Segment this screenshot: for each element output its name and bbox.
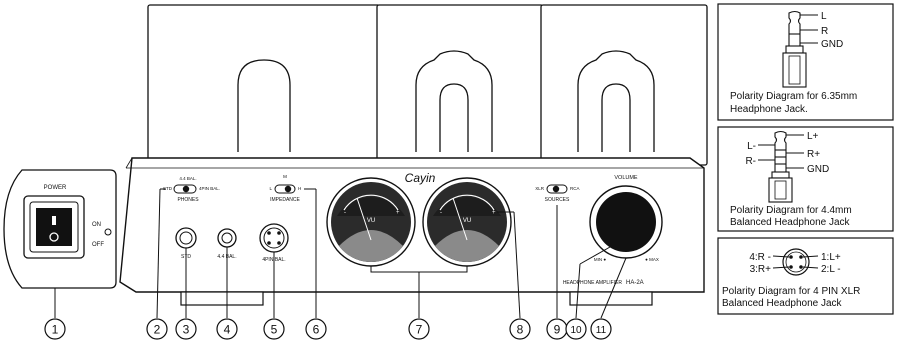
power-title: POWER (44, 185, 67, 191)
svg-text:9: 9 (554, 323, 561, 337)
d635-caption1: Polarity Diagram for 6.35mm (730, 91, 857, 102)
svg-text:7: 7 (416, 323, 423, 337)
phones-switch-knob[interactable] (182, 185, 190, 193)
power-on-label: ON (92, 222, 101, 228)
sources-right-label: RCA (570, 186, 580, 191)
volume-knob[interactable] (596, 192, 656, 252)
svg-text:6: 6 (313, 323, 320, 337)
impedance-right-label: H (298, 186, 301, 191)
svg-text:10: 10 (570, 325, 582, 336)
svg-text:1: 1 (52, 323, 59, 337)
callout-10: 10 (565, 318, 587, 340)
dxlr-pin2: 2:L - (821, 264, 841, 275)
d44-Rplus: R+ (807, 149, 820, 160)
front-panel: Cayin 4.4 BAL. STD 4PIN BAL. PHONES M L … (119, 157, 705, 306)
callout-4: 4 (216, 318, 238, 340)
tube-cage-left (147, 4, 381, 166)
tube-cage-right (540, 4, 708, 166)
svg-text:8: 8 (517, 323, 524, 337)
callout-9: 9 (546, 318, 568, 340)
dxlr-caption2: Balanced Headphone Jack (722, 298, 843, 309)
callout-8: 8 (509, 318, 531, 340)
diagram-44mm: L+ R+ GND L- R- Polarity Diagram for 4.4… (717, 126, 894, 232)
phones-left-label: STD (163, 186, 173, 191)
leader-lines (54, 188, 627, 319)
phones-right-label: 4PIN BAL. (199, 186, 220, 191)
callout-1: 1 (44, 318, 66, 340)
dxlr-pin4: 4:R - (749, 252, 771, 263)
svg-text:-: - (440, 210, 442, 216)
diagram-635mm: L R GND Polarity Diagram for 6.35mm Head… (717, 3, 894, 121)
d635-GND: GND (821, 39, 843, 50)
d44-GND: GND (807, 164, 829, 175)
impedance-top-label: M (283, 174, 287, 179)
svg-text:4: 4 (224, 323, 231, 337)
tube-right-inner (601, 83, 631, 152)
callout-3: 3 (175, 318, 197, 340)
dxlr-pin1: 1:L+ (821, 252, 841, 263)
callout-5: 5 (263, 318, 285, 340)
svg-text:-: - (344, 210, 346, 216)
d44-caption2: Balanced Headphone Jack (730, 217, 851, 228)
vu-meter-right: - + VU (422, 177, 512, 267)
tube-cages (147, 4, 708, 166)
tube-left (237, 59, 291, 152)
svg-text:5: 5 (271, 323, 278, 337)
phones-top-label: 4.4 BAL. (179, 176, 196, 181)
d635-R: R (821, 26, 828, 37)
phones-label: PHONES (177, 197, 199, 203)
foot-left (180, 291, 264, 306)
diagram-xlr: 4:R - 3:R+ 1:L+ 2:L - Polarity Diagram f… (717, 237, 894, 315)
tube-right-outer (577, 50, 655, 152)
d635-caption2: Headphone Jack. (730, 104, 808, 115)
foot-right (569, 291, 653, 306)
impedance-label: IMPEDANCE (270, 197, 300, 203)
brand-logo: Cayin (405, 171, 436, 185)
svg-text:11: 11 (596, 325, 607, 336)
impedance-switch-knob[interactable] (284, 185, 292, 193)
model-name: HA-2A (626, 280, 644, 286)
power-off-label: OFF (92, 242, 104, 248)
callout-2: 2 (146, 318, 168, 340)
svg-text:2: 2 (154, 323, 161, 337)
sources-switch-knob[interactable] (552, 185, 560, 193)
impedance-left-label: L (269, 186, 272, 191)
volume-max-label: ● MAX (645, 257, 659, 262)
vu-right-label: VU (463, 218, 471, 224)
power-switch[interactable] (36, 208, 72, 246)
volume-label: VOLUME (614, 175, 638, 181)
sources-left-label: XLR (535, 186, 545, 191)
callouts: 1 2 3 4 5 6 7 8 9 10 11 (44, 318, 612, 340)
svg-text:3: 3 (183, 323, 190, 337)
svg-text:+: + (492, 210, 496, 216)
tube-center-outer (415, 50, 493, 152)
d44-Lplus: L+ (807, 131, 819, 142)
svg-text:+: + (396, 210, 400, 216)
model-text: HEADPHONE AMPLIFIER (563, 280, 623, 286)
d635-L: L (821, 11, 827, 22)
volume-min-label: MIN ● (594, 257, 606, 262)
vu-left-label: VU (367, 218, 375, 224)
callout-7: 7 (408, 318, 430, 340)
callout-6: 6 (305, 318, 327, 340)
tube-center-inner (439, 83, 469, 152)
d44-caption1: Polarity Diagram for 4.4mm (730, 205, 852, 216)
dxlr-caption1: Polarity Diagram for 4 PIN XLR (722, 286, 860, 297)
dxlr-pin3: 3:R+ (750, 264, 772, 275)
d44-Rminus: R- (745, 156, 756, 167)
sources-label: SOURCES (545, 197, 570, 203)
power-switch-panel: POWER ON OFF (3, 169, 117, 289)
callout-11: 11 (590, 318, 612, 340)
d44-Lminus: L- (747, 141, 756, 152)
vu-meter-left: - + VU (326, 177, 416, 267)
